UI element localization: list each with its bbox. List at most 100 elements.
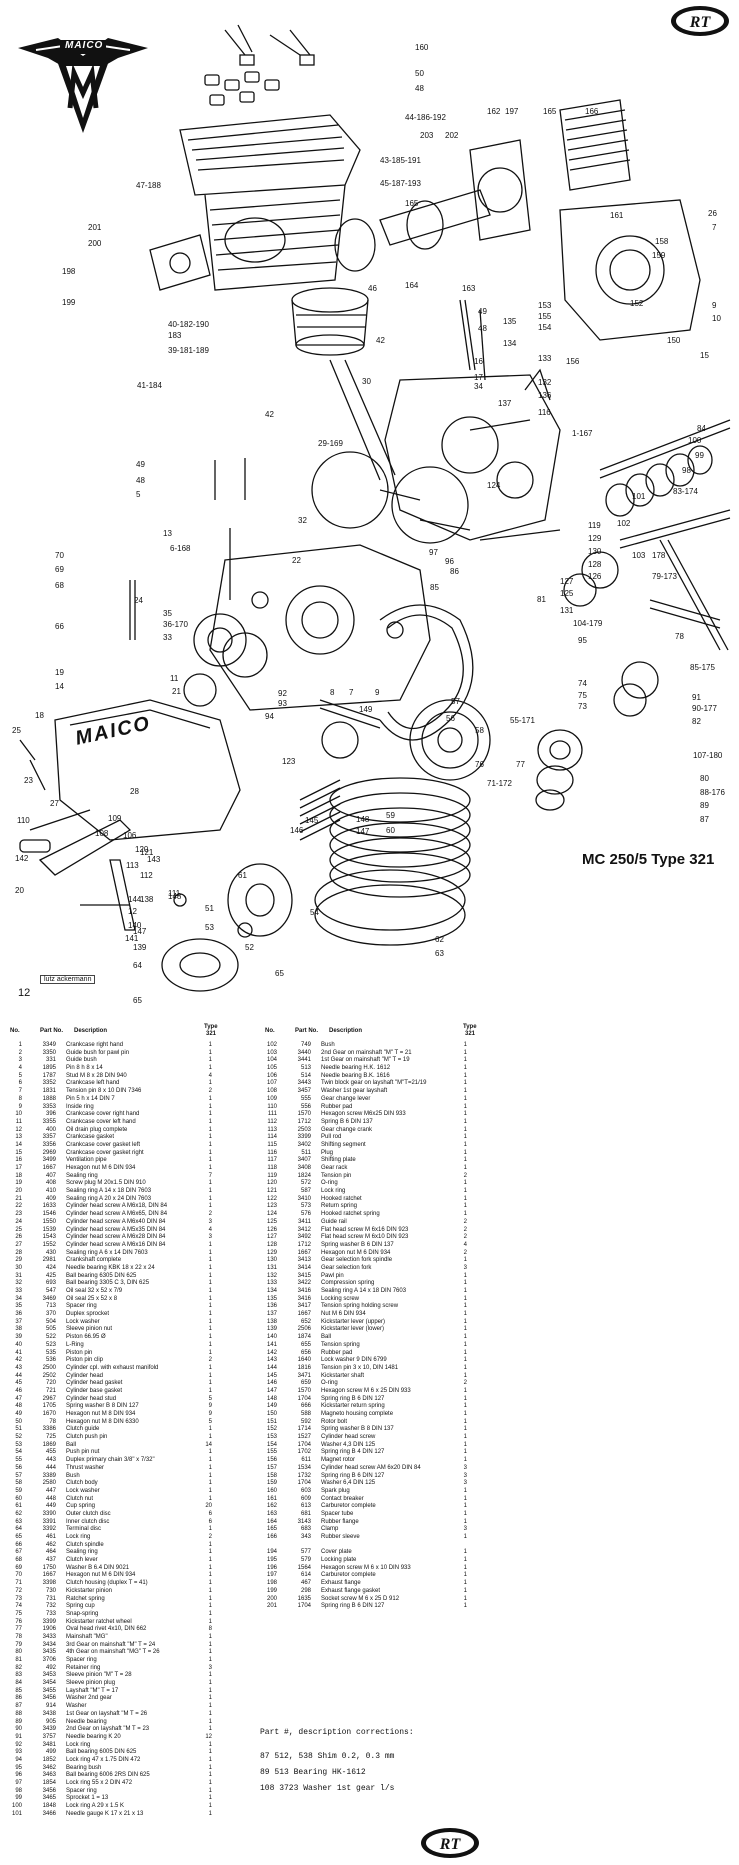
cell-qty: 1 — [208, 1057, 212, 1064]
clutch-basket-drawing — [409, 699, 491, 781]
part-callout: 28 — [130, 787, 139, 796]
cell-no: 121 — [266, 1188, 277, 1195]
cell-qty: 1 — [208, 1726, 212, 1733]
cell-part: 492 — [45, 1664, 56, 1671]
cell-qty: 1 — [463, 1495, 467, 1502]
gearbox-shafts-drawing — [535, 419, 731, 811]
cell-part: 1869 — [42, 1441, 56, 1448]
cell-qty: 1 — [463, 1587, 467, 1594]
cell-desc: Clutch push pin — [66, 1434, 108, 1441]
cell-desc: O-ring — [321, 1180, 338, 1187]
cell-part: 408 — [45, 1180, 56, 1187]
crankcase-left-drawing — [209, 544, 431, 711]
cell-desc: Duplex sprocket — [66, 1311, 110, 1318]
carburetor-drawing — [469, 139, 531, 241]
corrections-note: Part #, description corrections: 87 512,… — [260, 1725, 414, 1797]
cell-desc: Sealing ring A 20 x 24 DIN 7603 — [66, 1195, 152, 1202]
cell-part: 1570 — [297, 1387, 311, 1394]
cell-qty: 1 — [208, 1564, 212, 1571]
part-callout: 100 — [688, 436, 702, 445]
cell-part: 1667 — [297, 1311, 311, 1318]
cell-qty: 1 — [208, 1080, 212, 1087]
cell-desc: Cup spring — [66, 1503, 96, 1510]
cell-desc: Snap-spring — [66, 1610, 99, 1617]
cell-desc: Crankcase right hand — [66, 1042, 124, 1048]
cell-qty: 1 — [208, 1134, 212, 1141]
cell-qty: 1 — [463, 1334, 467, 1341]
cell-no: 76 — [15, 1618, 22, 1625]
cell-part: 3443 — [297, 1080, 311, 1087]
part-callout: 1-167 — [572, 429, 593, 438]
cell-no: 200 — [266, 1595, 277, 1602]
part-callout: 99 — [695, 451, 704, 460]
cell-desc: Crankshaft complete — [66, 1257, 122, 1264]
cell-part: 3757 — [42, 1733, 56, 1740]
part-callout: 132 — [538, 378, 552, 387]
cell-qty: 1 — [208, 1311, 212, 1318]
cell-no: 129 — [266, 1249, 277, 1256]
cell-qty: 1 — [463, 1303, 467, 1310]
cell-qty: 1 — [208, 1756, 212, 1763]
cell-no: 49 — [15, 1411, 22, 1417]
cell-desc: Lock ring A 29 x 1.5 K — [66, 1803, 125, 1810]
cell-qty: 9 — [208, 1411, 212, 1417]
cell-desc: Bearing bush — [66, 1764, 102, 1771]
part-callout: 64 — [133, 961, 142, 970]
part-callout: 52 — [245, 943, 254, 952]
cell-qty: 1 — [463, 1272, 467, 1279]
part-callout: 107-180 — [693, 751, 723, 760]
part-callout: 145 — [305, 816, 319, 825]
part-callout: 133 — [538, 354, 552, 363]
cell-desc: Magneto housing complete — [321, 1411, 394, 1417]
cell-qty: 1 — [208, 1587, 212, 1594]
part-callout: 25 — [12, 726, 21, 735]
cell-no: 110 — [267, 1103, 277, 1110]
cell-desc: Locking screw — [321, 1295, 360, 1302]
cell-no: 38 — [15, 1326, 22, 1333]
cell-desc: Crankcase left hand — [66, 1080, 120, 1087]
cell-no: 98 — [15, 1787, 22, 1794]
part-callout: 48 — [136, 476, 145, 485]
cell-no: 21 — [15, 1195, 22, 1202]
cell-no: 51 — [15, 1426, 22, 1433]
cell-desc: Ball bearing 6006 2RS DIN 625 — [66, 1772, 150, 1779]
cell-no: 101 — [11, 1810, 22, 1817]
cell-desc: Sealing ring — [66, 1172, 98, 1179]
part-callout: 85 — [430, 583, 439, 592]
cell-desc: Rotor bolt — [321, 1418, 348, 1425]
cell-no: 83 — [15, 1672, 22, 1679]
cell-qty: 1 — [208, 1141, 212, 1148]
part-callout: 144 — [128, 895, 142, 904]
cell-qty: 1 — [463, 1549, 467, 1556]
part-callout: 197 — [505, 107, 519, 116]
cell-no: 14 — [15, 1141, 22, 1148]
cell-part: 535 — [45, 1349, 56, 1356]
cell-part: 555 — [300, 1095, 311, 1102]
cell-part: 1527 — [297, 1434, 311, 1441]
cell-qty: 1 — [463, 1288, 467, 1294]
cell-desc: Cylinder head screw A M6x65, DIN 84 — [66, 1211, 168, 1218]
part-callout: 97 — [429, 548, 438, 557]
cell-part: 3465 — [42, 1795, 56, 1802]
part-callout: 44-186-192 — [405, 113, 446, 122]
cell-qty: 1 — [208, 1157, 212, 1164]
part-callout: 40-182-190 — [168, 320, 209, 329]
cell-no: 146 — [266, 1380, 277, 1387]
